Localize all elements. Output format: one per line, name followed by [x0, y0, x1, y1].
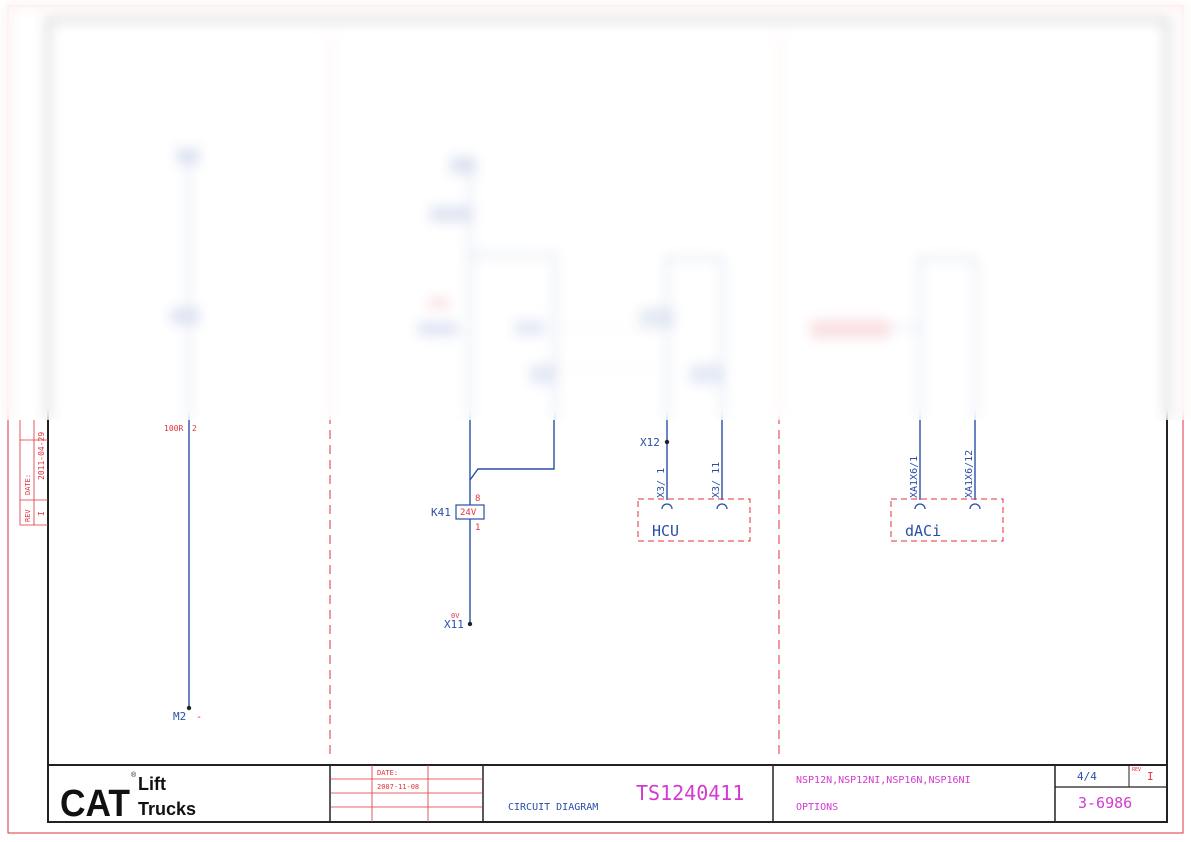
rev-strip-label: REV [24, 509, 32, 522]
terminal-x11-dot [467, 621, 473, 627]
dac-pin-a-label: XA1X6/1 [909, 456, 920, 498]
relay-k41-ref: K41 [431, 506, 451, 519]
tb-page: 4/4 [1077, 770, 1097, 783]
tb-rev-label: REV [1132, 767, 1141, 773]
dac-pin-b-label: XA1X6/12 [964, 450, 975, 498]
junction-x12-label: X12 [640, 436, 660, 449]
tb-section: OPTIONS [796, 802, 838, 813]
left-circuit: 100R 2 M2 - [164, 420, 202, 723]
terminal-m2-label: M2 [173, 710, 186, 723]
rev-strip-date-label: DATE: [24, 474, 32, 495]
tb-doc-number: TS1240411 [636, 781, 744, 805]
hcu-connector-a [661, 503, 673, 510]
cat-lift-trucks-logo: CAT ® Lift Trucks [60, 771, 196, 825]
hcu-pin-b-label: X3/ 11 [711, 462, 722, 498]
logo-registered: ® [131, 771, 137, 779]
blurred-upper-overlay [0, 0, 1191, 420]
logo-cat-mark: CAT [60, 783, 130, 825]
middle-circuit: 24V K41 8 1 0V X11 X12 X3/ 1 X3/ 11 HCU [431, 420, 751, 631]
hcu-connector-b [716, 503, 728, 510]
dac-connector-b [969, 503, 981, 510]
relay-k41-pin-bottom: 1 [475, 523, 480, 533]
rev-strip-value: I [37, 511, 46, 516]
rev-strip-date-value: 2011-04-29 [37, 432, 46, 480]
logo-trucks: Trucks [138, 799, 196, 819]
ground-voltage-label: 0V [451, 612, 460, 620]
logo-lift: Lift [138, 774, 166, 794]
title-block: CAT ® Lift Trucks DATE: 2007-11-08 CIRCU… [48, 764, 1167, 825]
tb-date-value: 2007-11-08 [377, 783, 419, 791]
dac-box [890, 498, 1004, 542]
tb-date-label: DATE: [377, 769, 398, 777]
tb-drawing-number: 3-6986 [1078, 794, 1132, 812]
tb-doc-type: CIRCUIT DIAGRAM [508, 802, 598, 813]
junction-x12-dot [664, 439, 670, 445]
dac-name: dACi [905, 522, 941, 540]
hcu-box [637, 498, 751, 542]
terminal-x11-label: X11 [444, 618, 464, 631]
right-circuit: XA1X6/1 XA1X6/12 dACi [890, 420, 1004, 542]
terminal-m2-dot [186, 705, 192, 711]
terminal-m2-suffix: - [196, 712, 202, 723]
relay-k41-rating: 24V [460, 508, 477, 518]
dac-connector-a [914, 503, 926, 510]
tb-rev-value: I [1147, 770, 1154, 783]
wire-relay-branch [469, 420, 555, 481]
tb-models: NSP12N,NSP12NI,NSP16N,NSP16NI [796, 775, 971, 786]
wire-label-100r: 100R [164, 424, 183, 433]
relay-k41-pin-top: 8 [475, 494, 480, 504]
revision-strip: REV I DATE: 2011-04-29 [19, 420, 48, 526]
hcu-pin-a-label: X3/ 1 [656, 468, 667, 498]
wire-label-100r-pin: 2 [192, 424, 197, 433]
hcu-name: HCU [652, 522, 679, 540]
